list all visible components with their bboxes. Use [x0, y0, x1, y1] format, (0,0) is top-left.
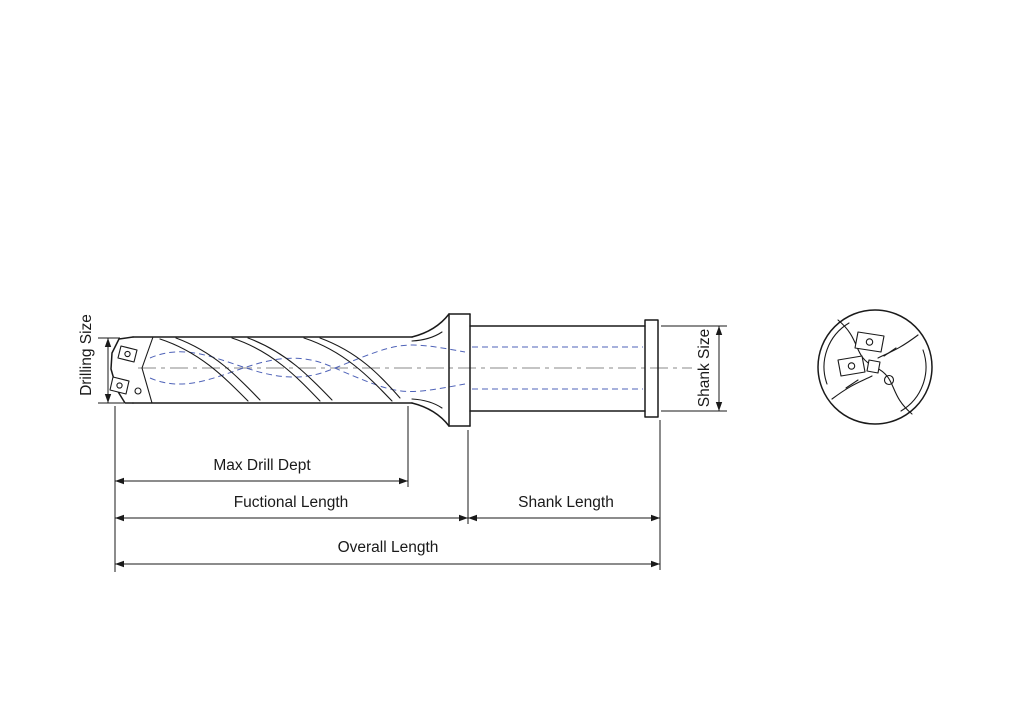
- drill-side-view: [109, 313, 692, 427]
- end-view-center-land: [866, 359, 881, 374]
- dimension-shank-size: Shank Size: [661, 325, 727, 412]
- end-view-insert-side: [837, 355, 866, 377]
- label-functional-length: Fuctional Length: [234, 494, 349, 511]
- dimension-drilling-size: Drilling Size: [78, 314, 124, 404]
- coolant-channel-lines: [149, 344, 643, 392]
- drill-head: [109, 336, 154, 404]
- flute-lines: [159, 337, 401, 402]
- head-body-seam: [141, 336, 154, 404]
- label-shank-length: Shank Length: [518, 494, 614, 511]
- drill-end-view: [817, 309, 933, 425]
- label-shank-size: Shank Size: [696, 329, 713, 407]
- shank-end-ring: [644, 319, 659, 418]
- label-max-drill-depth: Max Drill Dept: [213, 457, 311, 474]
- dimension-overall-length: Overall Length: [115, 539, 660, 568]
- label-overall-length: Overall Length: [338, 539, 439, 556]
- end-view-outer-circle: [817, 309, 933, 425]
- end-view-screw: [883, 374, 895, 386]
- end-view-insert-top: [854, 331, 885, 353]
- label-drilling-size: Drilling Size: [78, 314, 95, 396]
- dimension-max-drill-depth: Max Drill Dept: [114, 406, 409, 572]
- fluted-body: [132, 336, 413, 404]
- insert-top: [117, 345, 138, 363]
- insert-bottom: [109, 376, 130, 395]
- collar-flange: [411, 313, 471, 427]
- dimension-functional-length: Fuctional Length: [115, 430, 469, 524]
- shank: [469, 319, 659, 418]
- dimension-shank-length: Shank Length: [468, 420, 661, 570]
- clamp-screw: [134, 387, 142, 395]
